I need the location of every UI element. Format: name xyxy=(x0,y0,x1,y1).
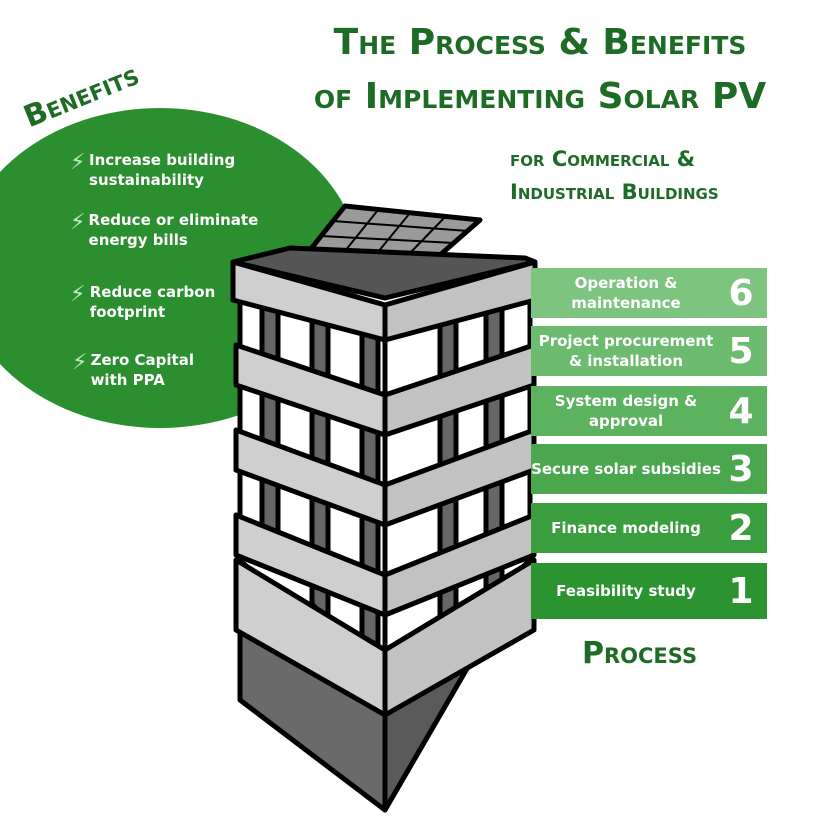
subtitle-line-2: Industrial Buildings xyxy=(510,180,719,204)
step-label: System design & approval xyxy=(554,392,698,430)
step-number: 3 xyxy=(728,448,754,490)
process-step-1: Feasibility study 1 xyxy=(531,563,767,619)
process-step-2: Finance modeling 2 xyxy=(531,503,767,553)
lightning-bolt-icon: ⚡ xyxy=(70,150,86,175)
process-step-6: Operation & maintenance 6 xyxy=(531,268,767,318)
step-number: 5 xyxy=(728,330,754,372)
subtitle: for Commercial & Industrial Buildings xyxy=(510,143,810,209)
lightning-bolt-icon: ⚡ xyxy=(70,210,86,235)
step-label: Operation & maintenance xyxy=(571,274,681,312)
step-label: Project procurement & installation xyxy=(538,332,714,370)
benefit-item: ⚡ Increase building sustainability xyxy=(70,150,270,190)
solar-panel-icon xyxy=(307,203,483,270)
benefit-item: ⚡ Zero Capital with PPA xyxy=(72,350,212,390)
building-illustration xyxy=(230,203,538,813)
subtitle-line-1: for Commercial & xyxy=(510,147,696,171)
step-label: Feasibility study xyxy=(556,582,696,600)
benefit-label: Increase building sustainability xyxy=(89,151,236,189)
benefit-item: ⚡ Reduce carbon footprint xyxy=(70,282,235,322)
step-label: Secure solar subsidies xyxy=(531,460,721,478)
title-line-2: of Implementing Solar PV xyxy=(313,76,767,117)
process-step-3: Secure solar subsidies 3 xyxy=(531,444,767,494)
process-step-4: System design & approval 4 xyxy=(531,386,767,436)
benefit-item: ⚡ Reduce or eliminate energy bills xyxy=(70,210,270,250)
lightning-bolt-icon: ⚡ xyxy=(70,282,86,307)
step-label: Finance modeling xyxy=(551,519,701,537)
process-heading: Process xyxy=(582,636,698,671)
process-step-5: Project procurement & installation 5 xyxy=(531,326,767,376)
benefit-label: Reduce carbon footprint xyxy=(89,283,216,321)
step-number: 6 xyxy=(728,272,754,314)
step-number: 1 xyxy=(728,570,754,612)
title-line-1: The Process & Benefits xyxy=(333,22,747,63)
lightning-bolt-icon: ⚡ xyxy=(72,350,88,375)
step-number: 4 xyxy=(728,390,754,432)
benefit-label: Zero Capital with PPA xyxy=(90,351,194,389)
benefit-label: Reduce or eliminate energy bills xyxy=(88,211,259,249)
step-number: 2 xyxy=(728,507,754,549)
